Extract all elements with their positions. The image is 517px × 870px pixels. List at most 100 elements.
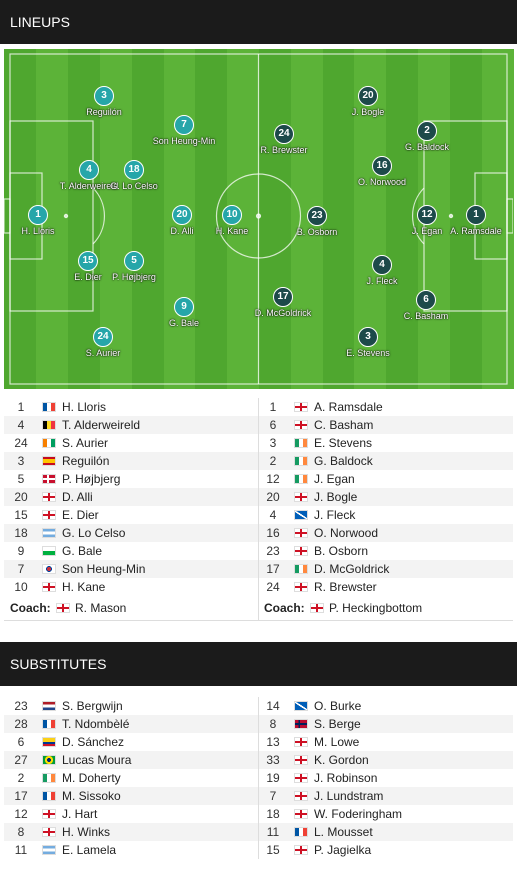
player-name: S. Aurier — [85, 348, 121, 358]
player-name: D. Sánchez — [62, 735, 125, 749]
brazil-flag-icon — [42, 755, 56, 765]
player-number-badge: 15 — [78, 251, 98, 271]
england-flag-icon — [294, 755, 308, 765]
belgium-flag-icon — [42, 420, 56, 430]
player-number-badge: 20 — [358, 86, 378, 106]
shirt-number: 9 — [17, 544, 25, 558]
shirt-number: 27 — [14, 753, 28, 767]
shirt-number: 23 — [266, 544, 280, 558]
away-coach[interactable]: Coach:P. Heckingbottom — [264, 599, 504, 617]
player-number-badge: 4 — [79, 160, 99, 180]
player-name: C. Basham — [403, 311, 449, 321]
player-name: O. Burke — [314, 699, 362, 713]
shirt-number: 16 — [266, 526, 280, 540]
player-name: P. Højbjerg — [62, 472, 121, 486]
player-name: T. Alderweireld — [62, 418, 141, 432]
player-name: K. Gordon — [314, 753, 369, 767]
player-name: O. Norwood — [357, 177, 407, 187]
coach-name: P. Heckingbottom — [329, 601, 423, 615]
substitutes-header: SUBSTITUTES — [0, 642, 517, 686]
player-name: Son Heung-Min — [152, 136, 216, 146]
player-name: C. Basham — [314, 418, 374, 432]
home-coach[interactable]: Coach:R. Mason — [10, 599, 250, 617]
shirt-number: 20 — [14, 490, 28, 504]
england-flag-icon — [294, 791, 308, 801]
shirt-number: 5 — [17, 472, 25, 486]
player-name: S. Bergwijn — [62, 699, 123, 713]
player-name: J. Robinson — [314, 771, 378, 785]
player-name: A. Ramsdale — [314, 400, 383, 414]
pitch-line — [448, 213, 454, 219]
player-name: Son Heung-Min — [62, 562, 146, 576]
argentina-flag-icon — [42, 528, 56, 538]
pitch-markings — [4, 53, 513, 385]
shirt-number: 13 — [266, 735, 280, 749]
player-name: D. McGoldrick — [314, 562, 390, 576]
player-number-badge: 18 — [124, 160, 144, 180]
pitch-line — [215, 173, 302, 259]
player-number-badge: 20 — [172, 205, 192, 225]
player-name: H. Kane — [215, 226, 249, 236]
shirt-number: 11 — [14, 843, 28, 857]
coach-label: Coach: — [10, 601, 51, 615]
ireland-flag-icon — [294, 456, 308, 466]
player-number-badge: 12 — [417, 205, 437, 225]
england-flag-icon — [42, 827, 56, 837]
scotland-flag-icon — [294, 701, 308, 711]
player-number-badge: 24 — [93, 327, 113, 347]
player-number-badge: 24 — [274, 124, 294, 144]
shirt-number: 8 — [269, 717, 277, 731]
player-name: Reguilón — [86, 107, 122, 117]
home-player-row[interactable]: 5 P. Højbjerg — [10, 470, 260, 488]
player-number-badge: 10 — [222, 205, 242, 225]
player-name: J. Bogle — [351, 107, 385, 117]
spain-flag-icon — [42, 456, 56, 466]
shirt-number: 3 — [269, 436, 277, 450]
shirt-number: 2 — [269, 454, 277, 468]
pitch-stripe — [194, 49, 228, 389]
pitch-stripe — [258, 49, 291, 389]
player-number-badge: 3 — [358, 327, 378, 347]
player-name: Reguilón — [62, 454, 110, 468]
denmark-flag-icon — [42, 474, 56, 484]
